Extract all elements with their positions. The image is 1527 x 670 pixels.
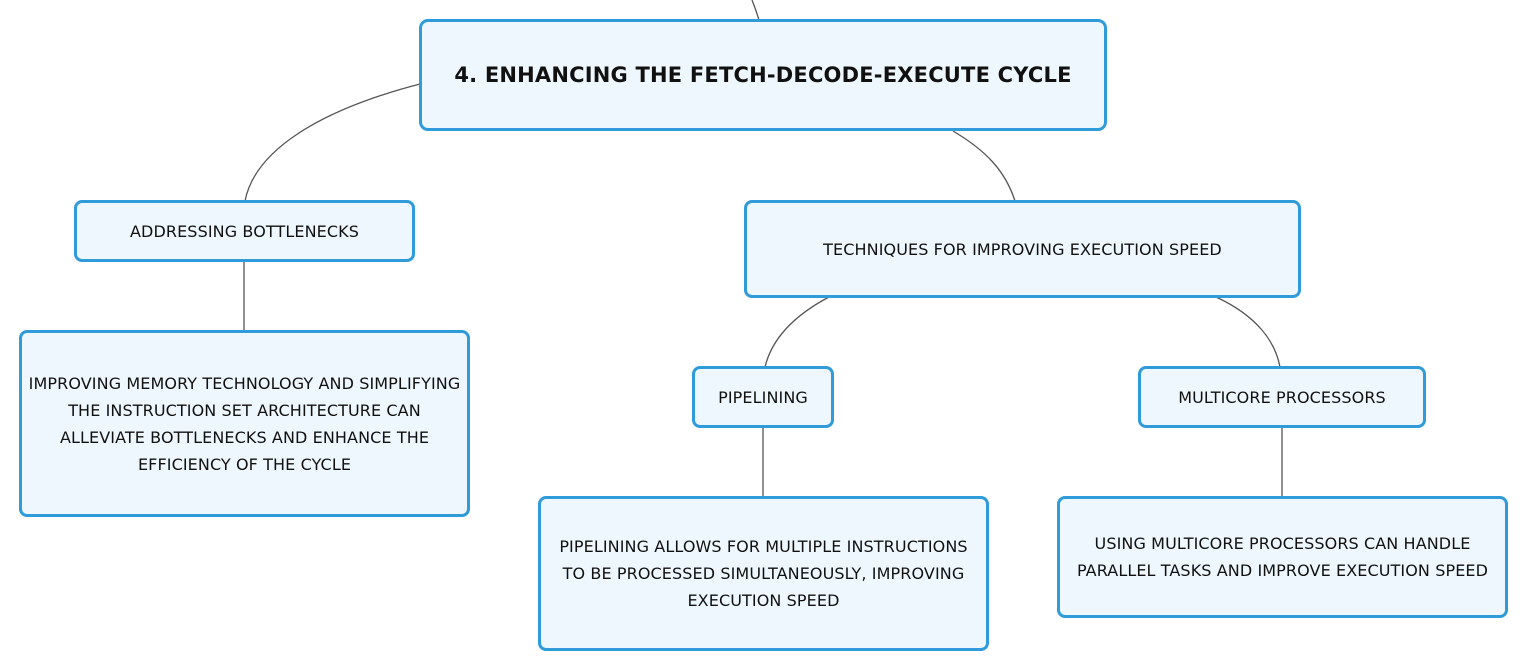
node-techniques[interactable]: TECHNIQUES FOR IMPROVING EXECUTION SPEED	[744, 200, 1301, 298]
connector-techniques-to-pipelining	[764, 296, 830, 368]
node-multicore-detail[interactable]: USING MULTICORE PROCESSORS CAN HANDLE PA…	[1057, 496, 1508, 618]
node-multicore-processors-label: MULTICORE PROCESSORS	[1178, 387, 1386, 407]
node-pipelining-label: PIPELINING	[718, 387, 808, 407]
node-bottlenecks-detail[interactable]: IMPROVING MEMORY TECHNOLOGY AND SIMPLIFY…	[19, 330, 470, 517]
connector-parent-to-root	[751, 0, 760, 21]
node-multicore-detail-text: USING MULTICORE PROCESSORS CAN HANDLE PA…	[1076, 534, 1489, 580]
node-addressing-bottlenecks-label: ADDRESSING BOTTLENECKS	[130, 221, 359, 241]
connector-root-to-bottlenecks	[244, 83, 421, 202]
root-node[interactable]: 4. ENHANCING THE FETCH-DECODE-EXECUTE CY…	[419, 19, 1107, 131]
root-node-label: 4. ENHANCING THE FETCH-DECODE-EXECUTE CY…	[454, 62, 1072, 87]
node-techniques-label: TECHNIQUES FOR IMPROVING EXECUTION SPEED	[823, 239, 1222, 259]
node-bottlenecks-detail-text: IMPROVING MEMORY TECHNOLOGY AND SIMPLIFY…	[28, 373, 461, 474]
node-addressing-bottlenecks[interactable]: ADDRESSING BOTTLENECKS	[74, 200, 415, 262]
node-pipelining[interactable]: PIPELINING	[692, 366, 834, 428]
node-pipelining-detail-text: PIPELINING ALLOWS FOR MULTIPLE INSTRUCTI…	[559, 537, 968, 610]
node-pipelining-detail[interactable]: PIPELINING ALLOWS FOR MULTIPLE INSTRUCTI…	[538, 496, 989, 651]
node-multicore-processors[interactable]: MULTICORE PROCESSORS	[1138, 366, 1426, 428]
connector-techniques-to-multicore	[1215, 296, 1281, 368]
connector-root-to-techniques	[952, 130, 1016, 202]
